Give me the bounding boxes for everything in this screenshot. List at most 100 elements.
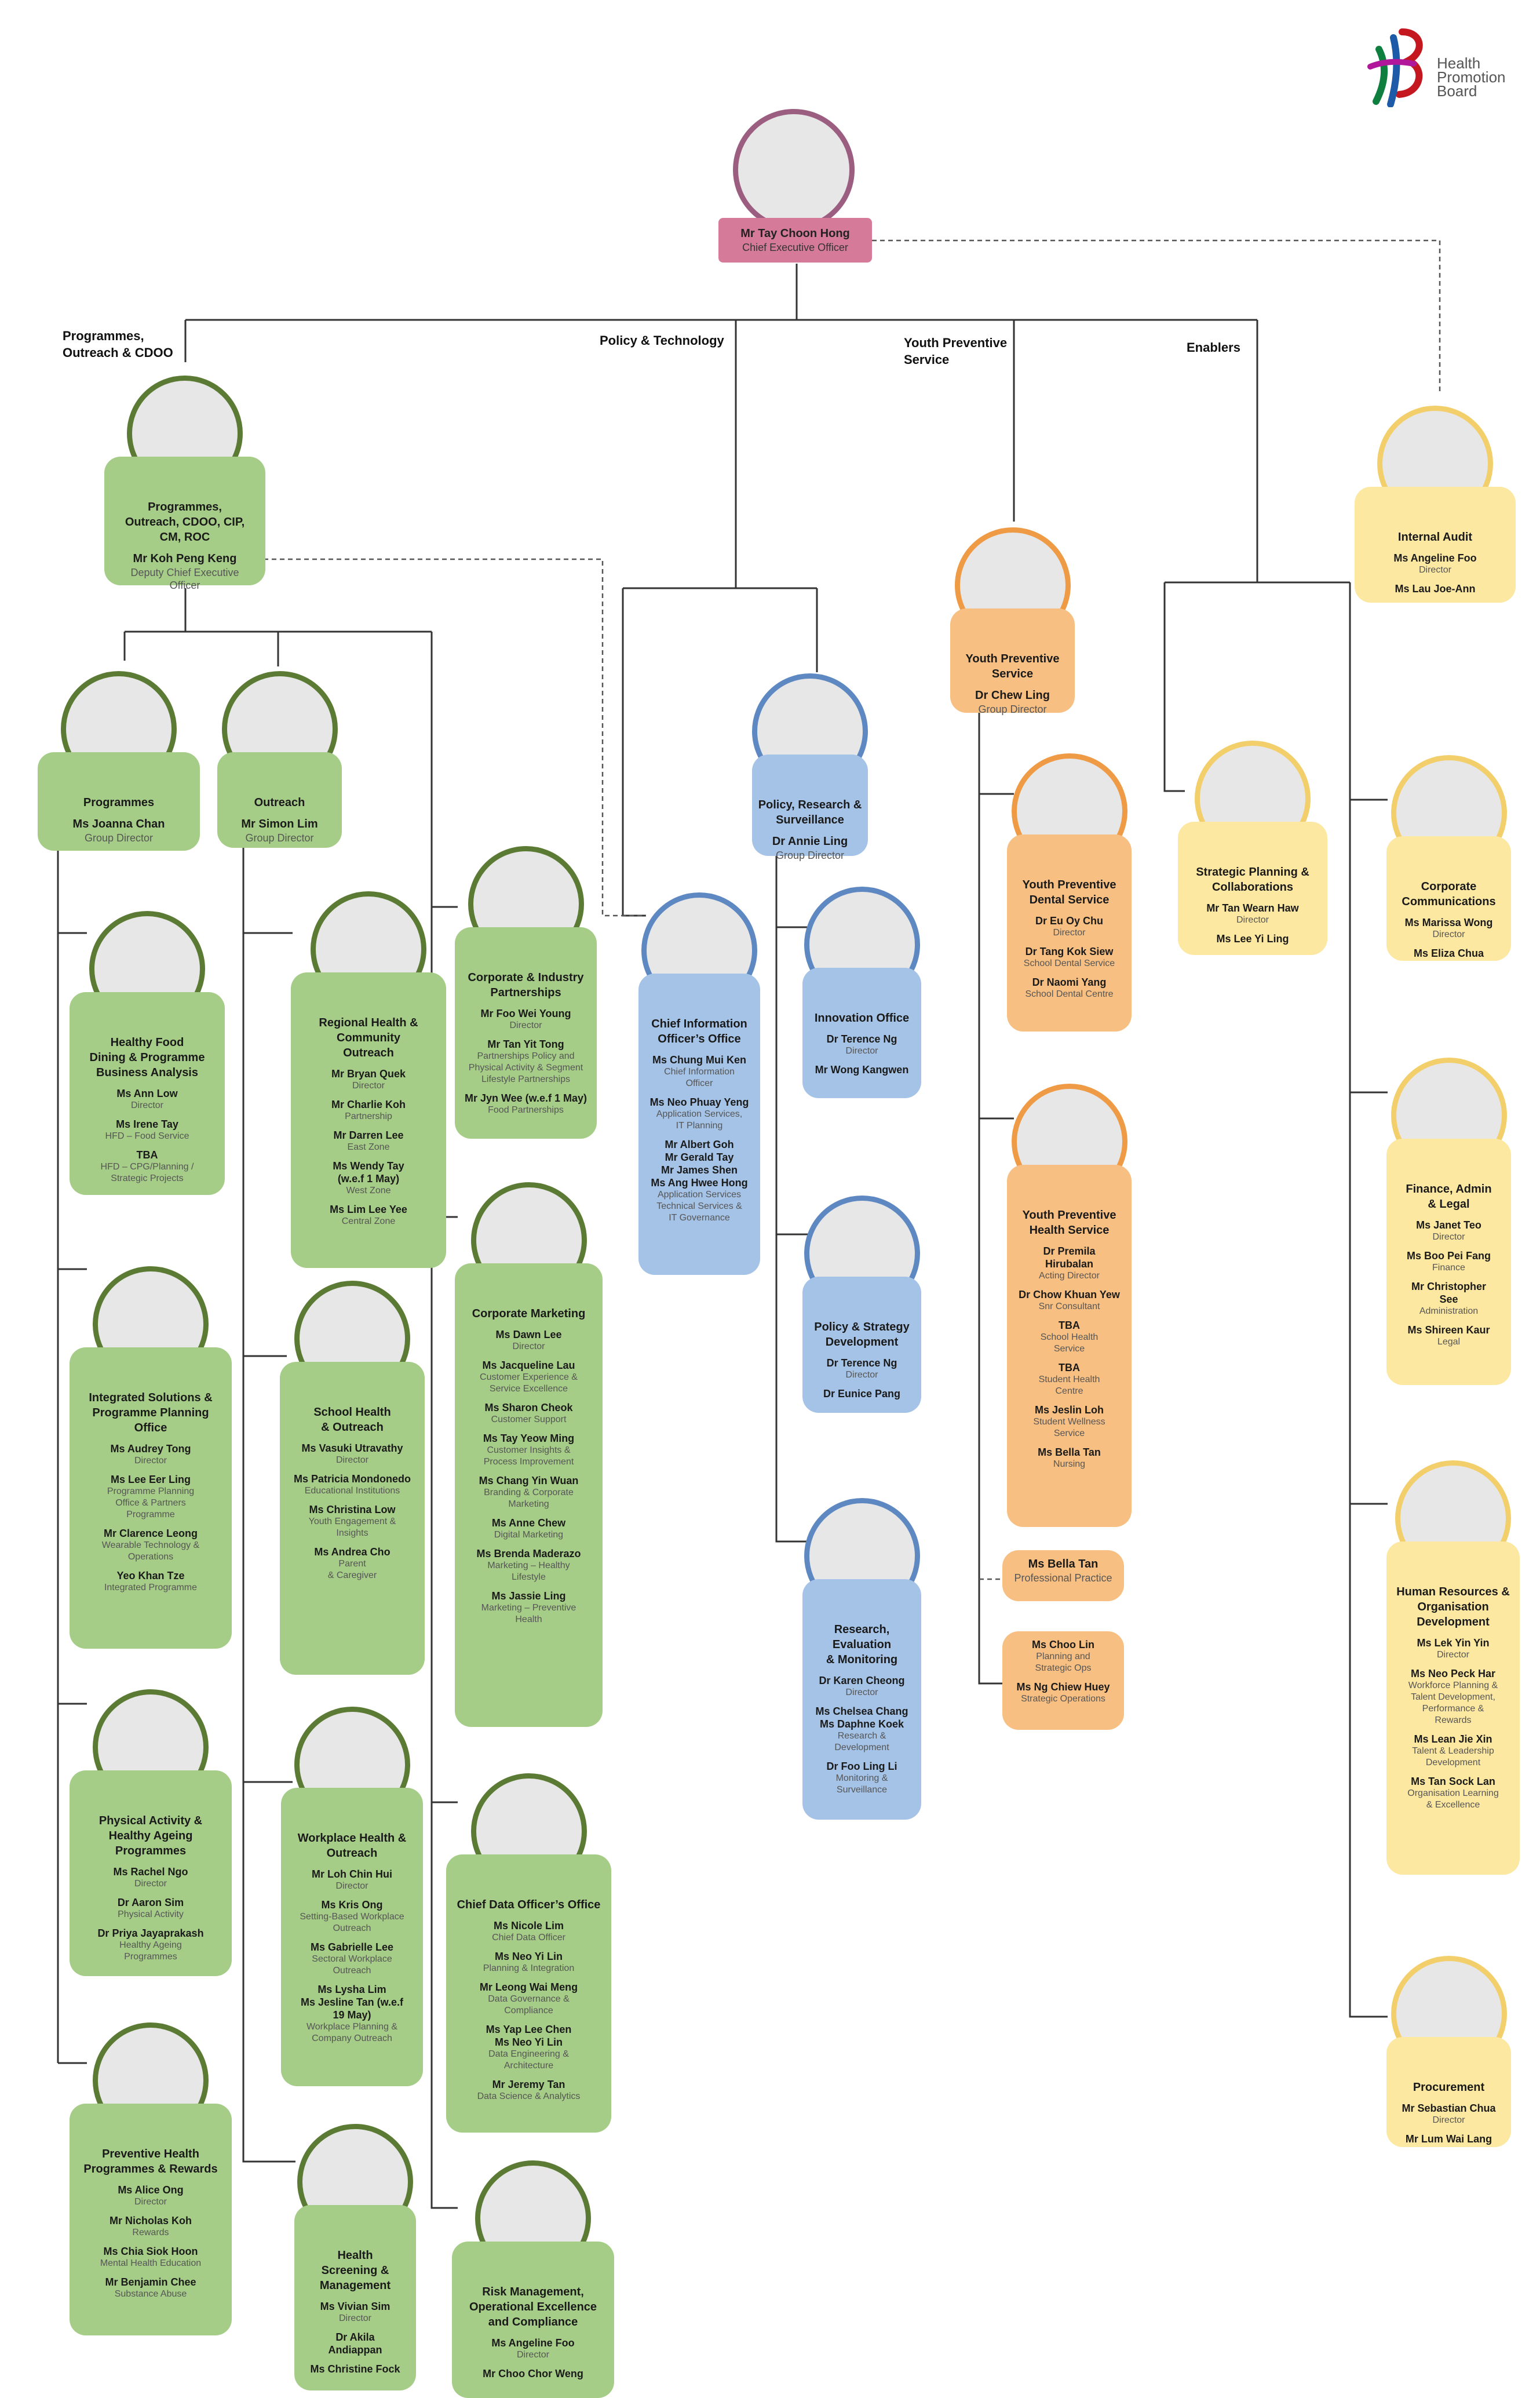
person-name: Ms Anne Chew (491, 1517, 566, 1529)
person-name: Ms Yap Lee Chen Ms Neo Yi Lin (486, 2024, 572, 2048)
person-role: Healthy Ageing Programmes (119, 1940, 182, 1962)
person-role: Director (1418, 565, 1451, 575)
person-name: Mr Bryan Quek (331, 1068, 406, 1080)
person-role: Youth Engagement & Insights (308, 1517, 396, 1538)
section-label-policy: Policy & Technology (600, 333, 724, 348)
person-role: Finance (1432, 1263, 1465, 1273)
person-role: Director (352, 1081, 385, 1091)
cm-title: Corporate Marketing (472, 1307, 586, 1320)
person-role: Central Zone (341, 1216, 396, 1226)
dce-title: Programmes, Outreach, CDOO, CIP, CM, ROC (125, 501, 245, 544)
person-name: Ms Chelsea Chang Ms Daphne Koek (815, 1705, 908, 1730)
prs-title: Policy, Research & Surveillance (758, 799, 862, 826)
person-role: School Health Service (1040, 1332, 1099, 1354)
hfd-title: Healthy Food Dining & Programme Business… (89, 1036, 205, 1079)
ceo-card: Mr Tay Choon Hong Chief Executive Office… (718, 218, 872, 263)
person-name: Mr Darren Lee (333, 1129, 404, 1141)
person-name: Ms Christine Fock (310, 2363, 400, 2375)
who-person: Ms Lysha Lim Ms Jesline Tan (w.e.f 19 Ma… (287, 1983, 417, 2045)
person-name: Ms Chia Siok Hoon (103, 2246, 198, 2257)
person-name: Dr Foo Ling Li (826, 1761, 897, 1772)
person-name: Mr Leong Wai Meng (479, 1981, 578, 1993)
person-role: Integrated Programme (104, 1583, 198, 1592)
person-role: Group Director (84, 832, 154, 844)
person-role: Data Governance & Compliance (488, 1994, 570, 2016)
person-role: HFD – Food Service (105, 1131, 189, 1141)
cc-title: Corporate Communications (1402, 880, 1496, 908)
person-role: Director (1436, 1650, 1469, 1660)
person-role: Substance Abuse (114, 2289, 187, 2299)
person-name: Ms Neo Yi Lin (494, 1951, 563, 1962)
person-role: Talent & Leadership Development (1412, 1746, 1494, 1767)
person-role: Director (509, 1021, 542, 1030)
person-name: Dr Tang Kok Siew (1025, 946, 1114, 957)
fal-title: Finance, Admin & Legal (1406, 1183, 1492, 1211)
person-name: Ms Lee Yi Ling (1216, 933, 1289, 945)
person-role: Parent & Caregiver (327, 1559, 377, 1580)
sho-title: School Health & Outreach (313, 1406, 391, 1434)
person-role: School Dental Centre (1025, 989, 1114, 999)
person-role: Application Services, IT Planning (656, 1109, 743, 1131)
person-role: Marketing – Preventive Health (481, 1603, 576, 1624)
person-role: Chief Information Officer (664, 1067, 735, 1088)
person-role: Director (1432, 1232, 1465, 1242)
person-name: Yeo Khan Tze (116, 1570, 185, 1581)
section-label-youth: Youth Preventive Service (904, 336, 1008, 367)
person-role: Branding & Corporate Marketing (484, 1488, 574, 1509)
hfd-card: Healthy Food Dining & Programme Business… (70, 992, 225, 1195)
person-name: Ms Sharon Cheok (484, 1402, 573, 1413)
prog-title: Programmes (83, 796, 155, 809)
person-name: Mr Clarence Leong (103, 1528, 198, 1539)
person-name: Mr Albert Goh Mr Gerald Tay Mr James She… (651, 1139, 748, 1189)
paha-card: Physical Activity & Healthy Ageing Progr… (70, 1770, 232, 1976)
person-role: Director (845, 1688, 878, 1697)
person-role: West Zone (346, 1186, 391, 1196)
person-name: Mr Foo Wei Young (480, 1008, 571, 1019)
hsm-title: Health Screening & Management (319, 2249, 391, 2292)
spc-title: Strategic Planning & Collaborations (1196, 866, 1309, 894)
person-name: Dr Naomi Yang (1032, 976, 1107, 988)
section-label-programmes: Programmes, Outreach & CDOO (63, 329, 173, 360)
person-name: Ms Angeline Foo (1393, 552, 1477, 564)
person-name: Mr Charlie Koh (331, 1099, 406, 1110)
hrod-title: Human Resources & Organisation Developme… (1396, 1586, 1510, 1628)
person-name: Ms Alice Ong (118, 2184, 184, 2196)
person-role: HFD – CPG/Planning / Strategic Projects (100, 1162, 194, 1183)
person-name: Ms Dawn Lee (495, 1329, 562, 1340)
proc-title: Procurement (1413, 2081, 1485, 2094)
cc-person: Ms Eliza Chua (1392, 947, 1505, 960)
psd-title: Policy & Strategy Development (814, 1321, 910, 1349)
person-name: Dr Akila Andiappan (328, 2331, 382, 2356)
